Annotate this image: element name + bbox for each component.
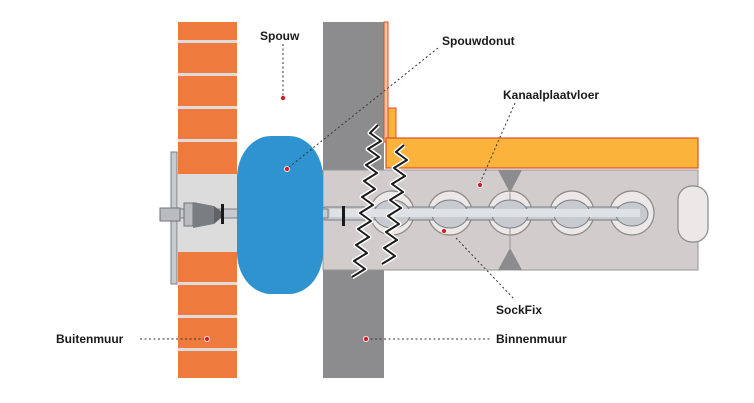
marker-binnenmuur — [362, 335, 369, 342]
cavity-donut — [237, 136, 323, 294]
label-kanaalplaatvloer: Kanaalplaatvloer — [503, 88, 599, 102]
marker-buitenmuur — [203, 335, 210, 342]
label-spouw: Spouw — [260, 29, 300, 43]
outer-brick-wall — [178, 22, 237, 378]
inner-wall — [323, 22, 384, 378]
break-lines — [350, 123, 410, 280]
marker-spouw — [279, 95, 286, 102]
marker-spouwdonut — [283, 165, 290, 172]
marker-kanaalplaatvloer — [476, 181, 483, 188]
label-buitenmuur: Buitenmuur — [56, 332, 124, 346]
label-binnenmuur: Binnenmuur — [496, 332, 567, 346]
label-sockfix: SockFix — [496, 303, 542, 317]
leader-lines — [140, 44, 516, 340]
label-spouwdonut: Spouwdonut — [442, 34, 515, 48]
marker-sockfix — [440, 227, 447, 234]
marker-dots — [203, 95, 483, 342]
